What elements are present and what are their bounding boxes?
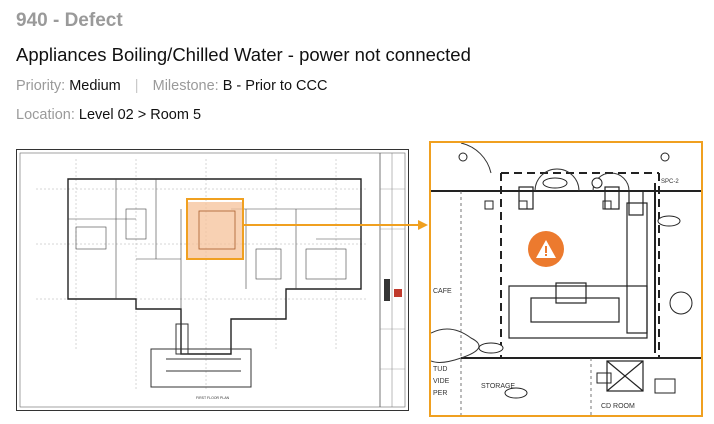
- svg-text:FIRST FLOOR PLAN: FIRST FLOOR PLAN: [196, 396, 230, 400]
- defect-id-heading: 940 - Defect: [16, 10, 123, 31]
- svg-text:TUD: TUD: [433, 366, 447, 373]
- defect-location: Location: Level 02 > Room 5: [16, 105, 704, 125]
- zoom-detail-view[interactable]: CAFE TUD VIDE PER STORAGE CD ROOM SPC-2: [429, 141, 703, 417]
- svg-text:CD ROOM: CD ROOM: [601, 403, 635, 410]
- defect-title: Appliances Boiling/Chilled Water - power…: [16, 44, 471, 65]
- floor-plan-overview[interactable]: FIRST FLOOR PLAN: [16, 149, 409, 411]
- location-value: Level 02 > Room 5: [78, 107, 202, 123]
- defect-meta: Priority: Medium | Milestone: B - Prior …: [16, 76, 704, 96]
- svg-text:STORAGE: STORAGE: [481, 383, 515, 390]
- zoom-drawing: CAFE TUD VIDE PER STORAGE CD ROOM SPC-2: [431, 143, 701, 415]
- milestone-value: B - Prior to CCC: [222, 78, 328, 94]
- defect-marker[interactable]: [528, 231, 564, 267]
- svg-text:CAFE: CAFE: [433, 288, 452, 295]
- location-label: Location:: [16, 107, 75, 123]
- svg-text:SPC-2: SPC-2: [661, 179, 679, 185]
- milestone-label: Milestone:: [152, 78, 219, 94]
- defect-header: 940 - Defect Appliances Boiling/Chilled …: [16, 8, 704, 125]
- warning-icon: [536, 240, 556, 258]
- priority-label: Priority:: [16, 78, 66, 94]
- meta-separator: |: [134, 78, 139, 94]
- priority-value: Medium: [69, 78, 121, 94]
- svg-text:PER: PER: [433, 390, 447, 397]
- svg-text:VIDE: VIDE: [433, 378, 450, 385]
